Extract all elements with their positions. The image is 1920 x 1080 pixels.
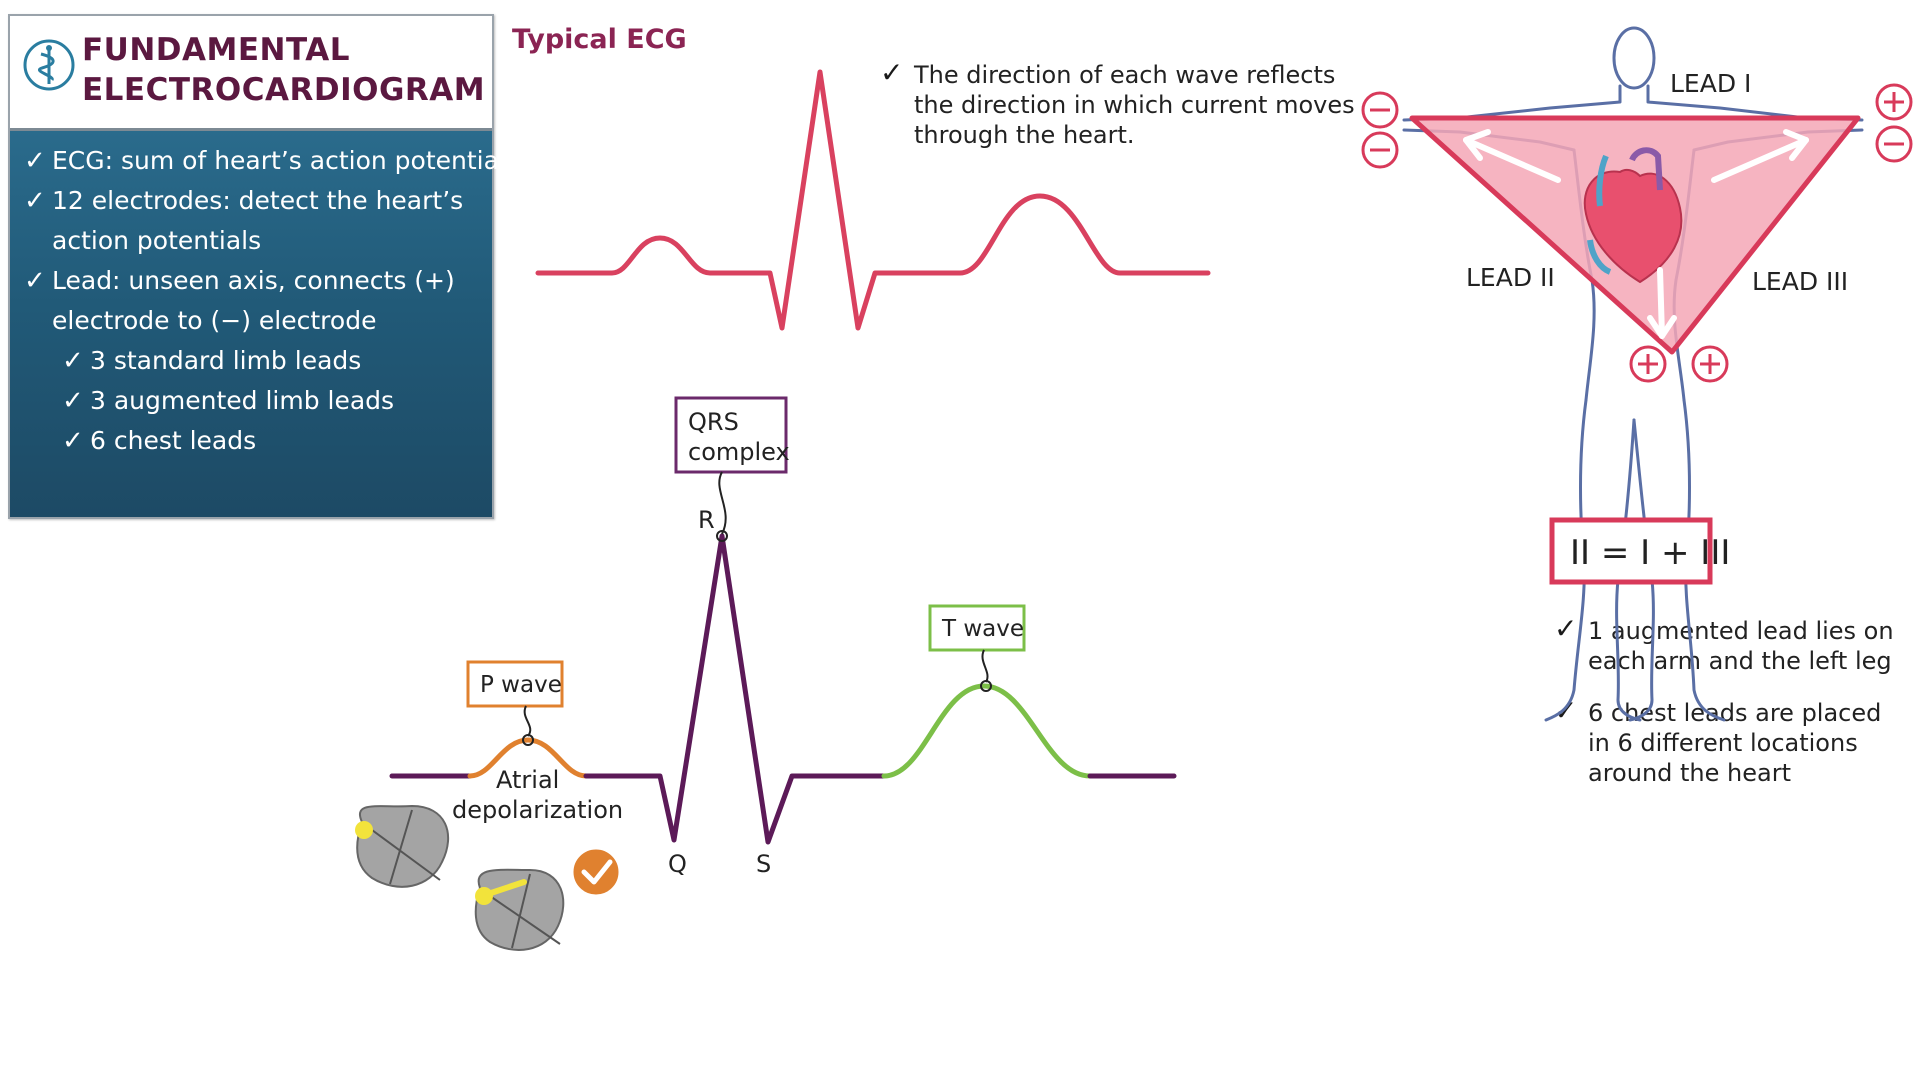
r-label: R xyxy=(698,506,715,534)
qrs-pointer-line xyxy=(719,472,725,534)
atrial-label-line1: Atrial xyxy=(496,766,559,794)
heart-diagram-resting-icon xyxy=(355,806,448,887)
atrial-label-line2: depolarization xyxy=(452,796,623,824)
negative-electrode-icon xyxy=(1877,127,1911,161)
einthoven-law-equation: II = I + III xyxy=(1570,533,1730,573)
negative-electrode-icon xyxy=(1363,93,1397,127)
s-label: S xyxy=(756,850,771,878)
positive-electrode-icon xyxy=(1877,85,1911,119)
lead-3-label: LEAD III xyxy=(1752,267,1848,296)
t-wave-label: T wave xyxy=(941,616,1024,642)
t-wave-segment xyxy=(884,686,1090,776)
lead-1-label: LEAD I xyxy=(1670,69,1751,98)
q-label: Q xyxy=(668,850,687,878)
qrs-label-line2: complex xyxy=(688,438,790,466)
lead-2-label: LEAD II xyxy=(1466,263,1555,292)
positive-electrode-icon xyxy=(1631,347,1665,381)
qrs-label-line1: QRS xyxy=(688,408,739,436)
qrs-complex-segment xyxy=(586,536,884,842)
typical-ecg-trace xyxy=(538,72,1208,328)
heart-diagram-depolarizing-icon xyxy=(475,848,620,950)
positive-electrode-icon xyxy=(1693,347,1727,381)
p-wave-label: P wave xyxy=(480,672,562,698)
negative-electrode-icon xyxy=(1363,133,1397,167)
t-wave-pointer-line xyxy=(982,650,987,682)
p-wave-pointer-line xyxy=(525,706,531,736)
